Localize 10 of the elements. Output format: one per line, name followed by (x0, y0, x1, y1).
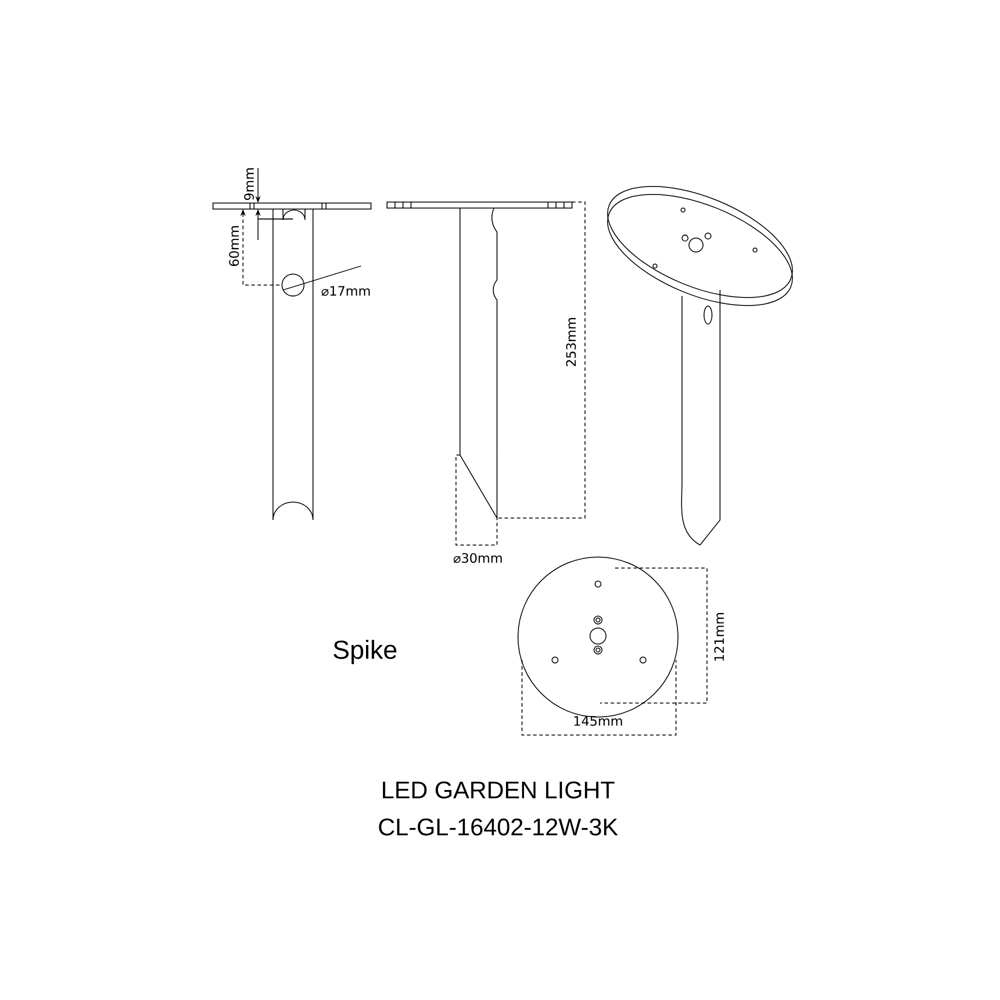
title: LED GARDEN LIGHT (382, 781, 614, 799)
dimension-label: 121mm (714, 613, 724, 661)
dimension-label: 145mm (574, 716, 622, 726)
dimension-label: ⌀17mm (322, 286, 370, 296)
dimension-label: ⌀30mm (454, 553, 502, 563)
model-number: CL-GL-16402-12W-3K (379, 818, 618, 836)
dimension-label: 9mm (244, 168, 254, 200)
dimension-label: 60mm (229, 226, 239, 266)
dimension-label: 253mm (566, 318, 576, 366)
view-label: Spike (334, 640, 396, 664)
